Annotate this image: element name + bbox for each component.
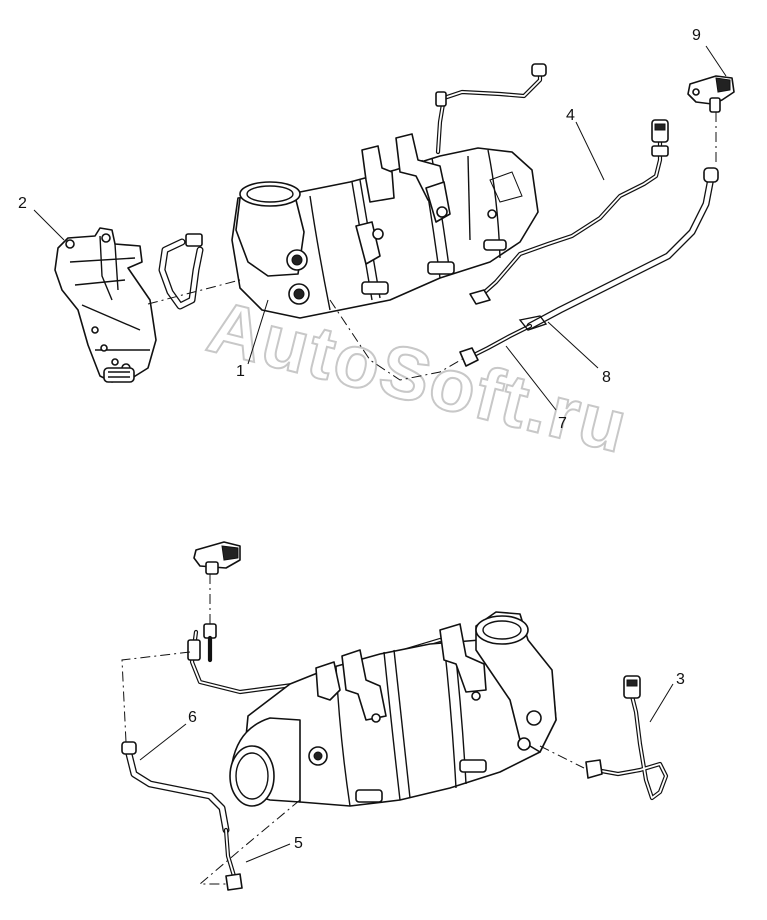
metal-pipe-bottom (203, 623, 243, 891)
pressure-hose-bottom (121, 741, 230, 834)
sensor-pipe-small (158, 233, 204, 310)
particulate-filter-bottom (229, 611, 557, 807)
pressure-hose-top (526, 167, 719, 330)
bottom-assembly (121, 541, 669, 891)
mounting-bracket (54, 227, 157, 383)
callout-4: 4 (566, 107, 575, 124)
callout-7: 7 (558, 415, 567, 432)
particulate-filter-top (231, 133, 539, 319)
pressure-sensor-bottom (193, 541, 241, 575)
temperature-sensor-harness-top (469, 119, 669, 305)
callout-1: 1 (236, 363, 245, 380)
callout-8: 8 (602, 369, 611, 386)
metal-pipe-top (459, 315, 548, 367)
pressure-tube-top (435, 63, 547, 155)
callout-labels: 1 2 3 4 5 6 7 8 9 (18, 27, 701, 852)
callout-9: 9 (692, 27, 701, 44)
leader-lines (33, 45, 727, 863)
callout-6: 6 (188, 709, 197, 726)
pressure-sensor-top (687, 75, 735, 113)
callout-5: 5 (294, 835, 303, 852)
top-assembly (54, 63, 735, 383)
temperature-sensor-harness-bottom (585, 675, 669, 801)
callout-2: 2 (18, 195, 27, 212)
callout-3: 3 (676, 671, 685, 688)
